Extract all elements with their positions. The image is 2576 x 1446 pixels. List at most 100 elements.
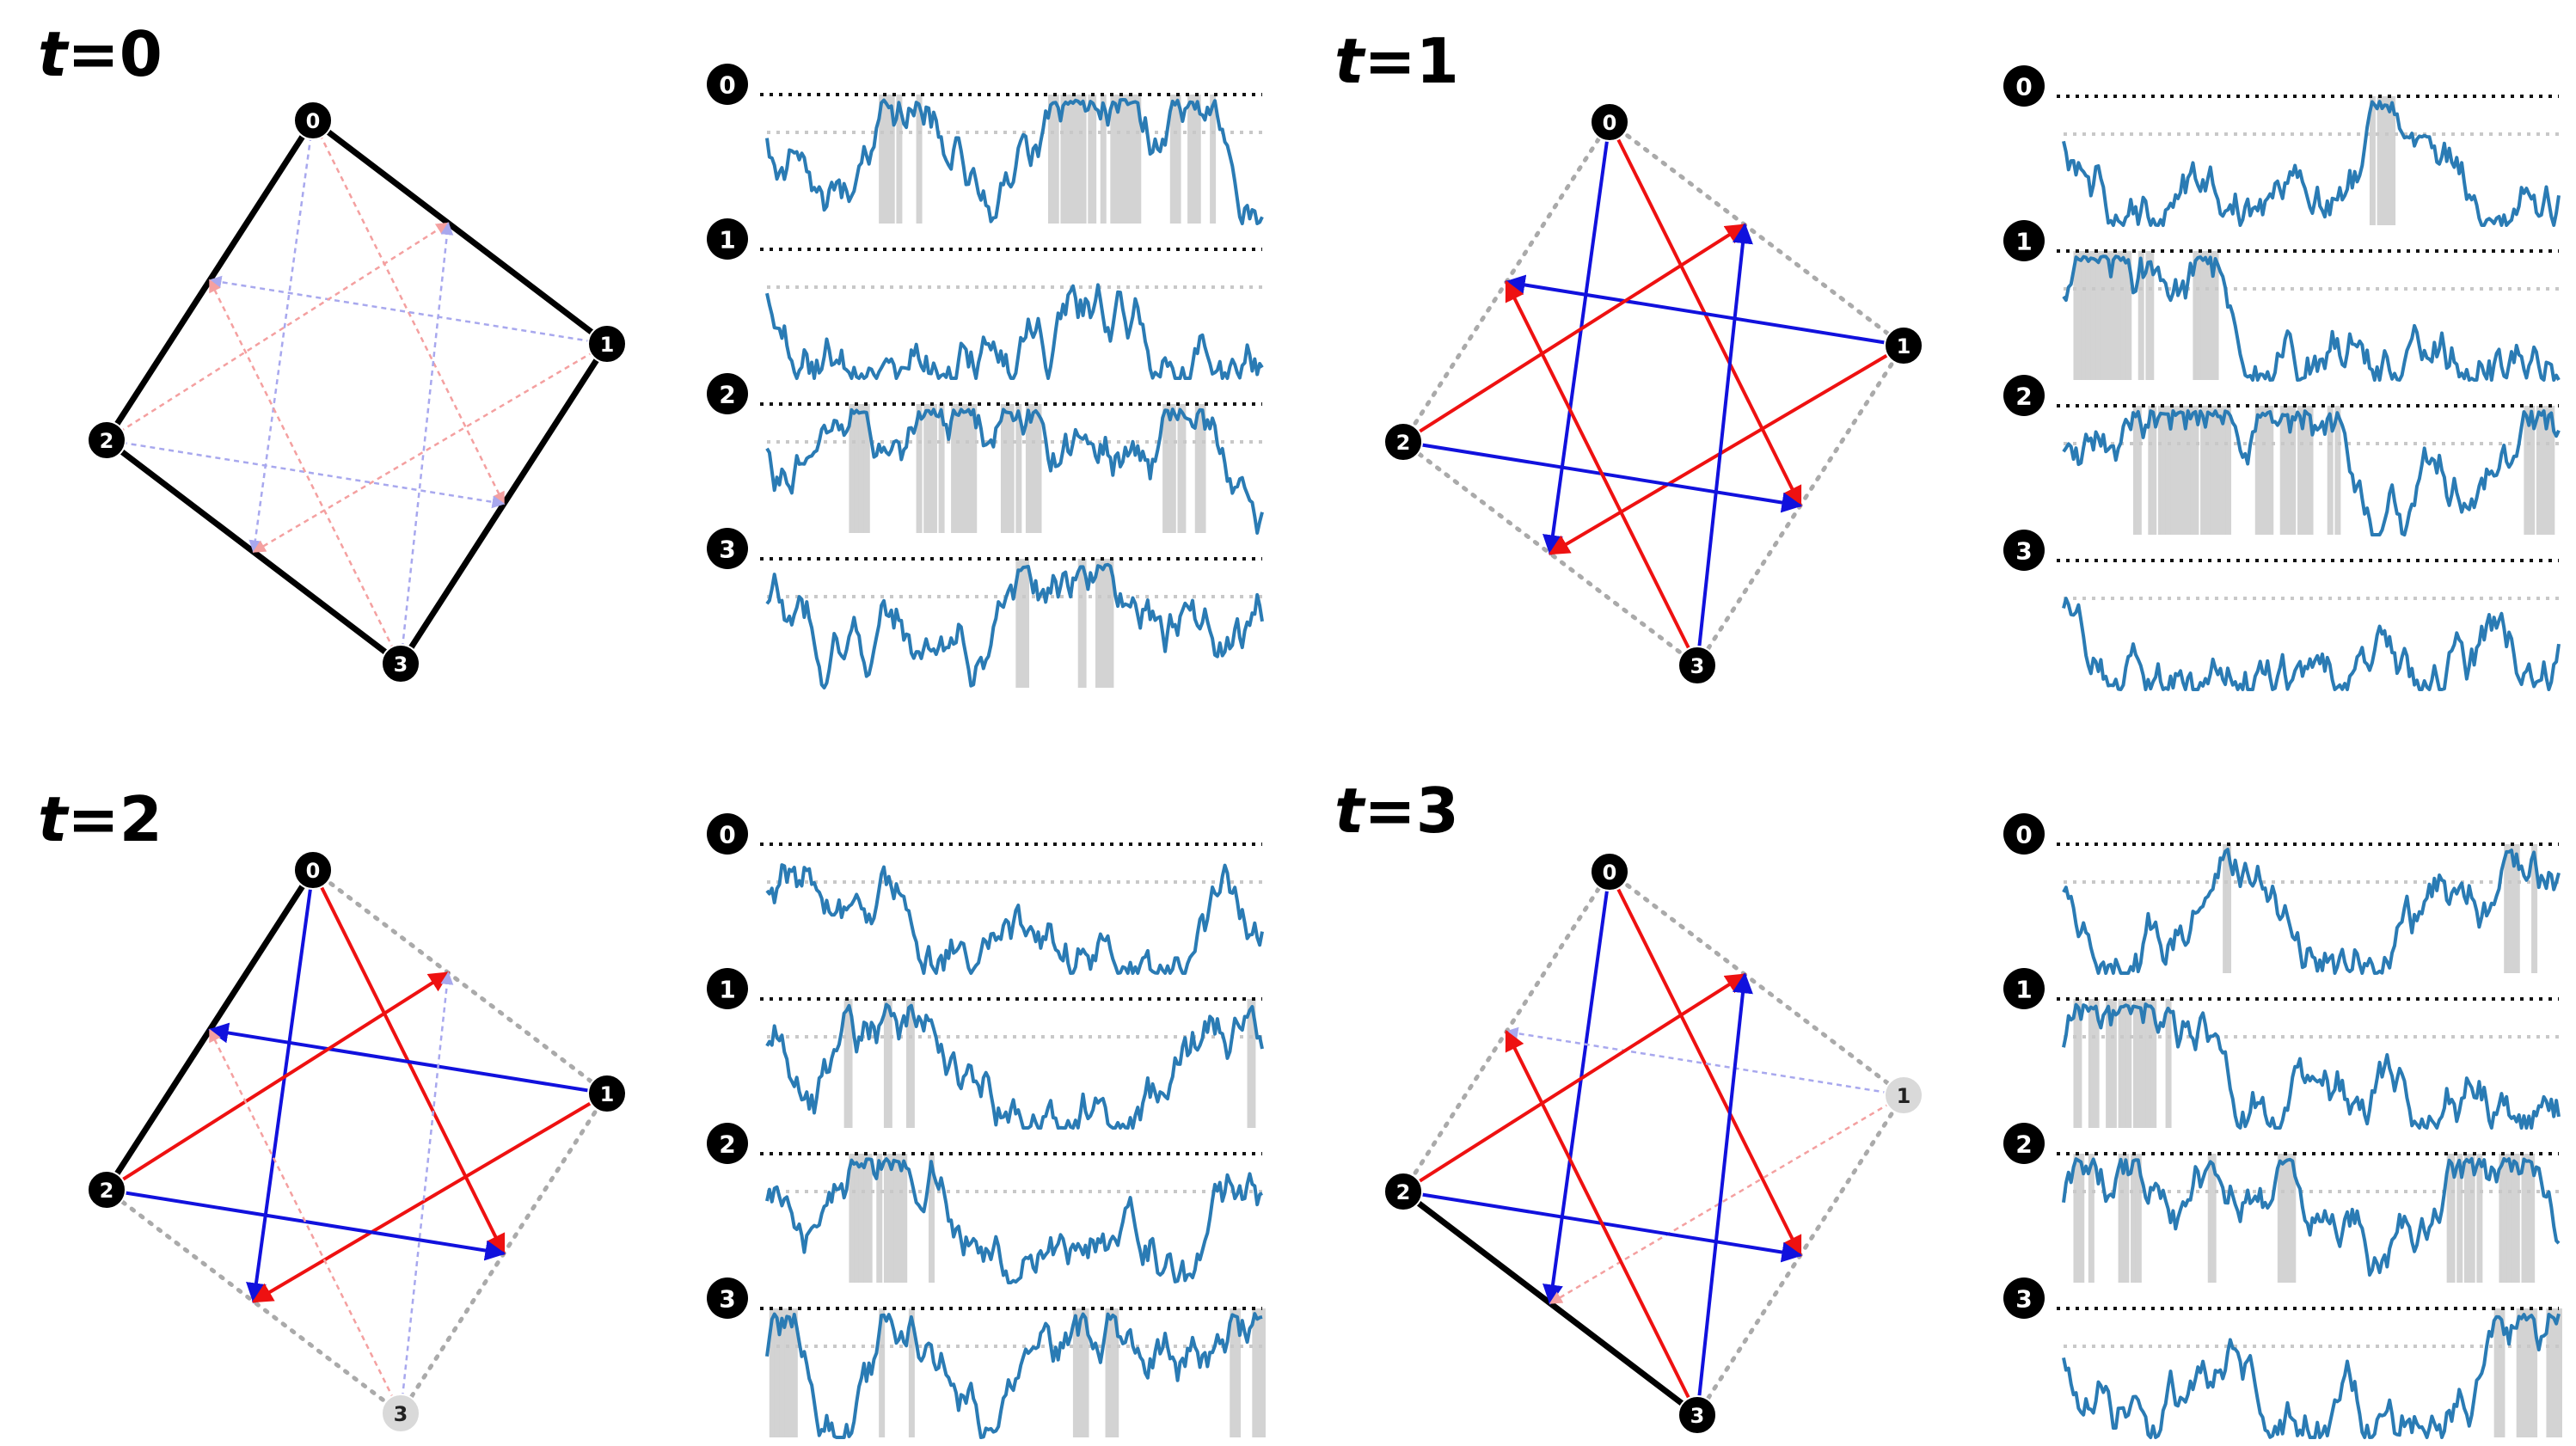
row-label: 2 [2015,1130,2032,1159]
threshold-crossing-marker [2118,1154,2125,1283]
graph-node [381,644,420,683]
threshold-crossing-marker [2180,406,2187,535]
threshold-crossing-marker [2137,251,2144,380]
threshold-crossing-marker [866,1154,873,1283]
threshold-crossing-marker [791,1308,798,1437]
threshold-crossing-marker [2531,844,2538,973]
threshold-crossing-marker [2210,1154,2217,1283]
threshold-crossing-marker [2476,1154,2483,1283]
threshold-crossing-marker [2202,251,2209,380]
threshold-crossing-marker [1025,404,1032,533]
graph-outline-edge [1607,869,1906,1098]
row-label-badge [2003,968,2045,1009]
threshold-crossing-marker [1199,404,1206,533]
row-label: 0 [719,821,735,849]
graph-node [1677,1395,1717,1435]
row-label-badge [707,218,748,260]
threshold-crossing-marker [2501,1154,2508,1283]
threshold-crossing-marker [1169,404,1176,533]
graph-node [381,1394,420,1433]
threshold-crossing-marker [854,404,861,533]
graph-arrow [1505,1026,1889,1094]
threshold-crossing-marker [2150,406,2157,535]
graph-arrow [119,222,450,433]
graph-node-label: 3 [394,1402,408,1426]
time-series-line [765,1002,1264,1130]
threshold-crossing-marker [1235,1308,1242,1437]
threshold-crossing-marker [1194,95,1201,224]
threshold-crossing-marker [2150,999,2157,1128]
threshold-crossing-marker [858,404,865,533]
row-label: 0 [719,71,735,100]
graph-node-label: 3 [1690,654,1705,678]
threshold-crossing-marker [1080,95,1087,224]
threshold-crossing-marker [2307,406,2314,535]
row-label-badge [2003,1278,2045,1319]
threshold-crossing-marker [2506,1154,2513,1283]
threshold-crossing-marker [901,1154,908,1283]
time-series-line [2062,1002,2561,1130]
time-series-line [765,1312,1263,1439]
threshold-crossing-marker [2267,406,2274,535]
graph-arrow [207,1022,592,1094]
threshold-crossing-marker [858,1154,865,1283]
threshold-crossing-marker [1107,559,1114,688]
graph-arrow [251,1100,595,1303]
threshold-crossing-marker [2125,251,2132,380]
graph-node [1383,422,1423,462]
row-label: 3 [2015,537,2032,566]
graph-node-label: 2 [1396,431,1411,455]
threshold-crossing-marker [2513,844,2520,973]
graph-arrow [1543,137,1610,556]
threshold-crossing-marker [2106,251,2113,380]
threshold-crossing-marker [2110,999,2117,1128]
threshold-crossing-marker [2369,96,2376,225]
row-label: 0 [2015,73,2032,101]
graph-node [293,850,333,890]
graph-arrow [208,275,592,343]
threshold-crossing-marker [2135,1154,2142,1283]
time-series-line [2062,848,2561,975]
threshold-crossing-marker [2327,406,2334,535]
graph-outline-edge [310,117,610,347]
graph-node [1590,102,1629,142]
threshold-crossing-marker [787,1308,794,1437]
threshold-crossing-marker [955,404,962,533]
threshold-crossing-marker [1077,1308,1084,1437]
row-label: 2 [719,381,735,409]
threshold-crossing-marker [2551,1308,2558,1437]
time-series-line [2062,1157,2561,1277]
threshold-crossing-marker [2148,251,2155,380]
graph-arrow [401,971,454,1399]
graph-node [587,1074,627,1113]
threshold-crossing-marker [966,404,972,533]
graph-arrow [1415,223,1747,436]
row-label-badge [2003,220,2045,261]
row-label-badge [707,1278,748,1319]
threshold-crossing-marker [1175,95,1181,224]
threshold-crossing-marker [2513,1154,2520,1283]
graph-node [1677,646,1717,685]
graph-node-label: 2 [100,429,114,453]
threshold-crossing-marker [1113,1308,1119,1437]
threshold-crossing-marker [2225,844,2232,973]
threshold-crossing-marker [2193,406,2199,535]
threshold-crossing-marker [2212,406,2219,535]
graph-arrow [318,133,506,505]
threshold-crossing-marker [1180,404,1187,533]
threshold-crossing-marker [1023,559,1030,688]
threshold-crossing-marker [2529,1154,2536,1283]
threshold-crossing-marker [879,1308,886,1437]
row-label-badge [707,64,748,105]
time-series-line [2062,597,2561,691]
threshold-crossing-marker [2377,96,2383,225]
threshold-crossing-marker [1189,95,1196,224]
time-series-line [765,1157,1264,1284]
